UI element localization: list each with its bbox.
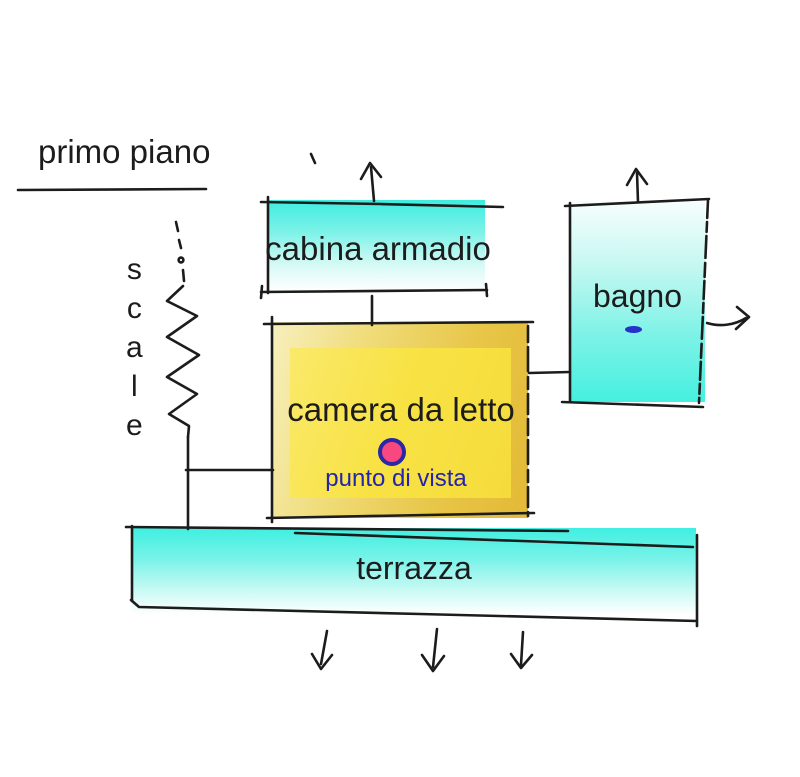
connector-camera-bagno (527, 370, 572, 375)
arrow-down-icon (310, 629, 334, 671)
bagno-bottom-border (560, 400, 705, 409)
room-camera-da-letto-inner (290, 348, 511, 498)
viewpoint-dot (378, 438, 406, 466)
stairs-label: scale (126, 253, 143, 442)
arrow-right-icon (705, 305, 751, 331)
arrow-up-icon (625, 167, 649, 204)
terrazza-label: terrazza (356, 550, 472, 586)
stairs-dashed-line (174, 220, 186, 283)
room-bagno (570, 201, 705, 402)
viewpoint-label: punto di vista (325, 465, 467, 492)
stairs-zigzag-icon (165, 284, 201, 439)
stairs-dash-dot (177, 256, 185, 264)
sketch-stray-dash (309, 152, 317, 165)
page-title: primo piano (38, 133, 211, 170)
arrow-down-icon (509, 630, 534, 670)
cabina-armadio-label: cabina armadio (265, 230, 491, 267)
arrow-down-icon (420, 627, 446, 673)
title-underline (16, 187, 208, 192)
arrow-up-icon (359, 161, 383, 203)
camera-da-letto-label: camera da letto (287, 391, 515, 428)
bagno-label: bagno (593, 278, 682, 314)
room-cabina-armadio (268, 200, 485, 292)
bagno-marker-dash (625, 326, 642, 333)
